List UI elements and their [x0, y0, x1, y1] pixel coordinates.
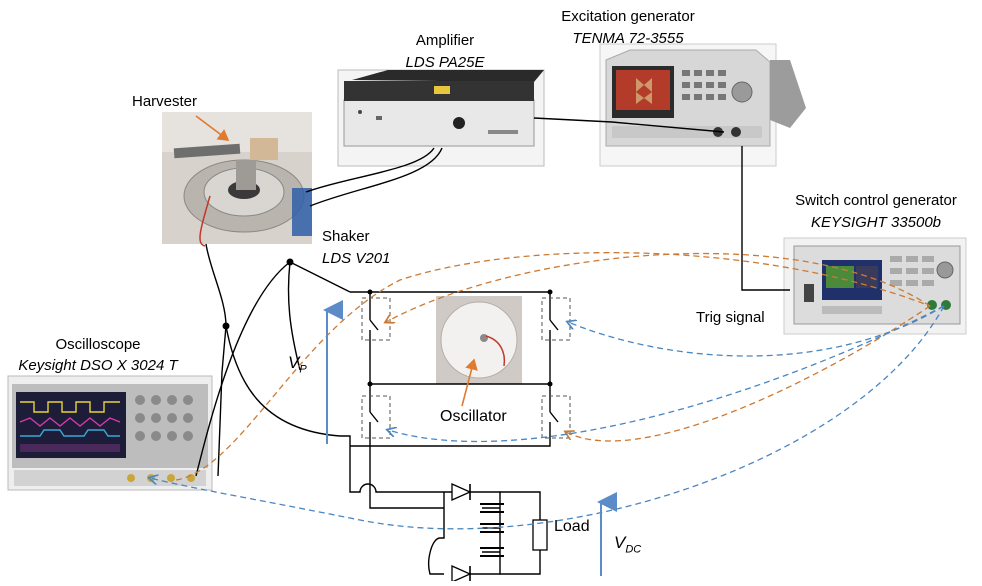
switch-control-generator-device [783, 237, 967, 335]
vp-label: VP [288, 354, 307, 378]
amplifier-model: LDS PA25E [405, 54, 485, 71]
wiring [195, 117, 790, 575]
capacitors [480, 503, 504, 557]
harvester-shaker-photo [162, 112, 312, 247]
oscilloscope-title: Oscilloscope [55, 336, 141, 353]
trig-signal-label: Trig signal [696, 309, 765, 326]
shaker-title: Shaker [322, 228, 370, 245]
excitation-generator-model: TENMA 72-3555 [572, 30, 684, 47]
orange-control-lines [175, 252, 931, 481]
oscilloscope-model: Keysight DSO X 3024 T [18, 357, 178, 374]
amplifier-device [337, 69, 545, 167]
shaker-model: LDS V201 [322, 250, 391, 267]
switch-boxes [361, 297, 571, 439]
oscilloscope-device [7, 375, 213, 491]
load-label: Load [554, 518, 590, 535]
oscillator-photo [436, 296, 522, 384]
switch-generator-model: KEYSIGHT 33500b [810, 214, 942, 231]
vdc-label: VDC [614, 534, 641, 558]
excitation-generator-title: Excitation generator [561, 8, 695, 25]
load-resistor [532, 519, 548, 551]
oscillator-pointer [461, 358, 478, 407]
rectifier-diodes [451, 482, 472, 584]
vp-symbol: V [288, 353, 300, 372]
vdc-symbol: V [614, 533, 626, 552]
harvester-pointer [195, 115, 230, 141]
amplifier-title: Amplifier [415, 32, 475, 49]
vp-subscript: P [299, 363, 307, 376]
harvester-label: Harvester [132, 93, 198, 110]
junctions [222, 258, 553, 387]
oscillator-label: Oscillator [440, 408, 507, 425]
blue-control-lines [150, 305, 945, 530]
excitation-generator-device [599, 43, 806, 167]
switch-generator-title: Switch control generator [795, 192, 957, 209]
vdc-subscript: DC [625, 543, 642, 556]
switches [369, 319, 559, 432]
